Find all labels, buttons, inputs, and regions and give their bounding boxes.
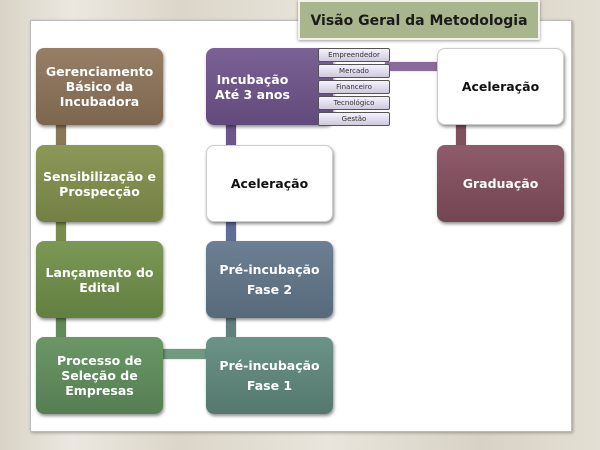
tab-mercado: Mercado — [318, 64, 390, 78]
slide-title: Visão Geral da Metodologia — [298, 0, 540, 40]
tab-gestao: Gestão — [318, 112, 390, 126]
connector — [226, 120, 236, 345]
box-pre-incubacao-1: Pré-incubação Fase 1 — [206, 337, 333, 414]
connector — [56, 120, 66, 345]
box-lancamento: Lançamento do Edital — [36, 241, 163, 318]
connector — [160, 349, 210, 359]
box-graduacao: Graduação — [437, 145, 564, 222]
box-incubacao: Incubação Até 3 anos — [206, 48, 333, 125]
box-pre-incubacao-2: Pré-incubação Fase 2 — [206, 241, 333, 318]
connector — [456, 120, 466, 150]
tab-tecnologico: Tecnológico — [318, 96, 390, 110]
box-processo: Processo de Seleção de Empresas — [36, 337, 163, 414]
tab-empreendedor: Empreendedor — [318, 48, 390, 62]
box-aceleracao-right: Aceleração — [437, 48, 564, 125]
box-aceleracao-mid: Aceleração — [206, 145, 333, 222]
connector — [385, 62, 440, 71]
box-sensibilizacao: Sensibilização e Prospecção — [36, 145, 163, 222]
tab-financeiro: Financeiro — [318, 80, 390, 94]
box-gerenciamento: Gerenciamento Básico da Incubadora — [36, 48, 163, 125]
